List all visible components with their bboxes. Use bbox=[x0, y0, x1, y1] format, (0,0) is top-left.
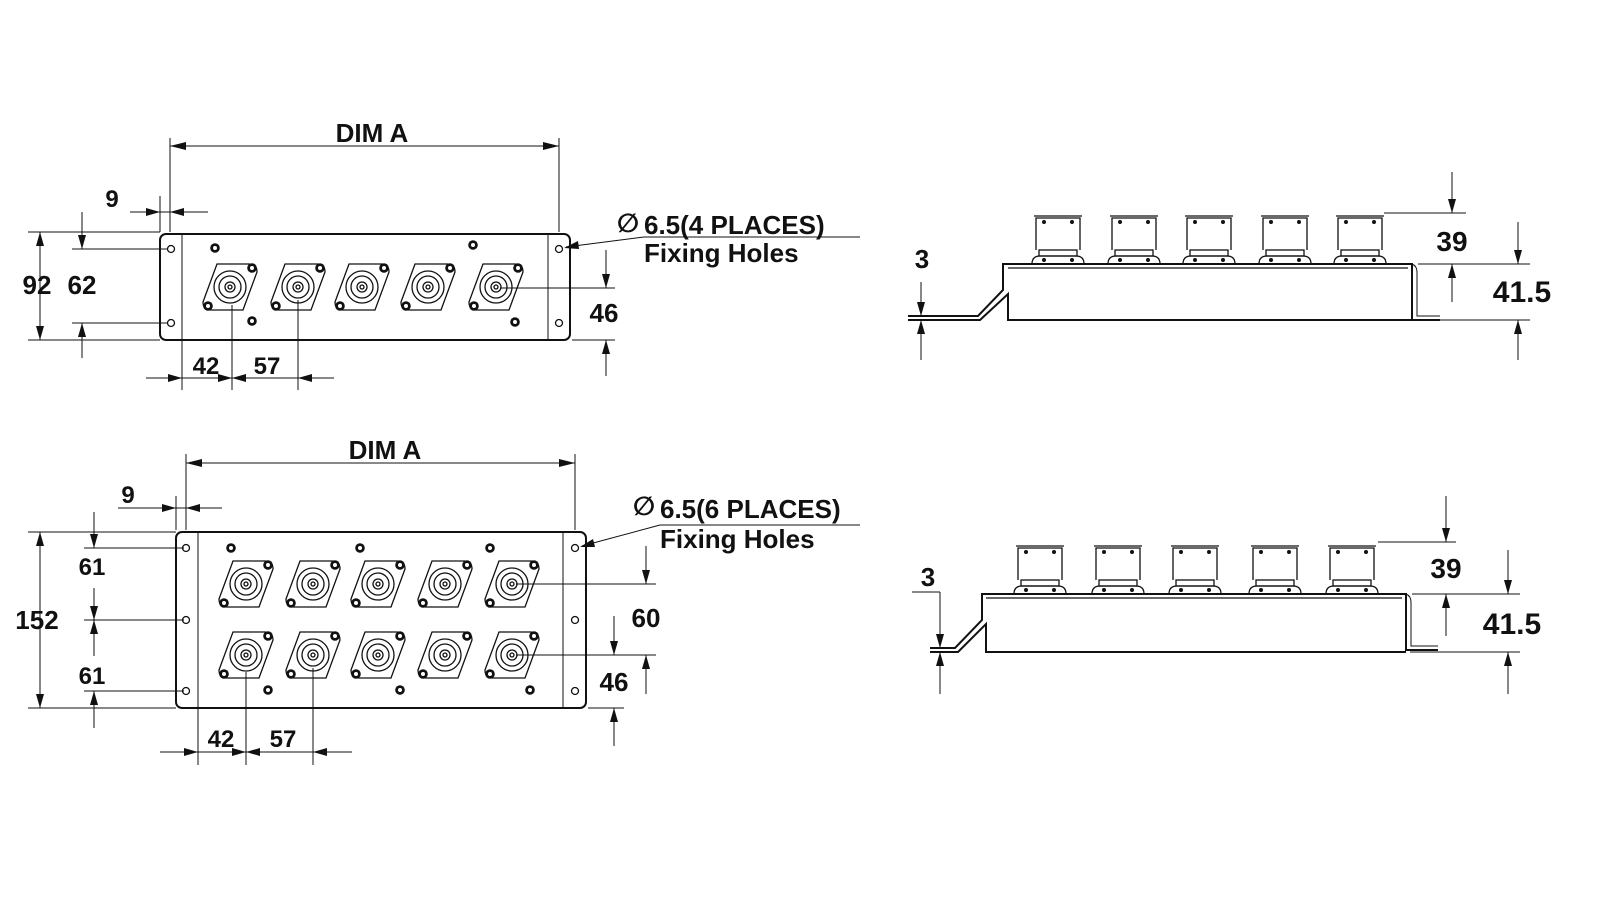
top-side-view bbox=[908, 215, 1440, 321]
bottom-edge-offset-label: 9 bbox=[121, 482, 134, 509]
top-hole-spec-label: 6.5(4 PLACES) bbox=[644, 210, 825, 240]
bottom-height-outer-label: 152 bbox=[15, 605, 58, 635]
top-diameter-symbol: ∅ bbox=[617, 208, 639, 238]
top-connector-height-label: 46 bbox=[590, 298, 619, 328]
top-dim-a-label: DIM A bbox=[336, 118, 409, 148]
top-plan-view bbox=[159, 233, 571, 341]
bottom-connector-height-label: 46 bbox=[600, 667, 629, 697]
top-pitch-label: 57 bbox=[254, 353, 281, 380]
top-hole-caption-label: Fixing Holes bbox=[644, 238, 799, 268]
top-overall-height-label: 41.5 bbox=[1493, 276, 1551, 309]
bottom-hole-spec-label: 6.5(6 PLACES) bbox=[660, 494, 841, 524]
top-edge-offset-label: 9 bbox=[105, 186, 118, 213]
bottom-pitch-label: 57 bbox=[270, 726, 297, 753]
bottom-flange-thickness-label: 3 bbox=[921, 562, 935, 592]
bottom-row-spacing-label: 60 bbox=[632, 603, 661, 633]
top-plan-dimensions: DIM A 9 92 62 42 57 46 bbox=[23, 118, 860, 390]
bottom-hole-spacing-lower-label: 61 bbox=[79, 663, 106, 690]
bottom-overall-height-label: 41.5 bbox=[1483, 608, 1541, 641]
bottom-plan-dimensions: DIM A 9 152 61 61 42 57 bbox=[15, 435, 860, 765]
bottom-diameter-symbol: ∅ bbox=[633, 491, 655, 521]
top-flange-thickness-label: 3 bbox=[915, 244, 929, 274]
bottom-plan-view bbox=[175, 531, 587, 709]
bottom-side-dimensions: 3 39 41.5 bbox=[912, 496, 1541, 694]
top-side-dimensions: 3 39 41.5 bbox=[915, 172, 1551, 360]
bottom-hole-caption-label: Fixing Holes bbox=[660, 524, 815, 554]
bottom-side-view bbox=[930, 545, 1438, 653]
bottom-side-connector-height-label: 39 bbox=[1430, 553, 1461, 584]
bottom-first-offset-label: 42 bbox=[208, 726, 235, 753]
top-first-offset-label: 42 bbox=[193, 353, 220, 380]
top-height-holes-label: 62 bbox=[68, 270, 97, 300]
bottom-hole-spacing-upper-label: 61 bbox=[79, 554, 106, 581]
bottom-dim-a-label: DIM A bbox=[349, 435, 422, 465]
top-height-outer-label: 92 bbox=[23, 270, 52, 300]
top-side-connector-height-label: 39 bbox=[1436, 226, 1467, 257]
